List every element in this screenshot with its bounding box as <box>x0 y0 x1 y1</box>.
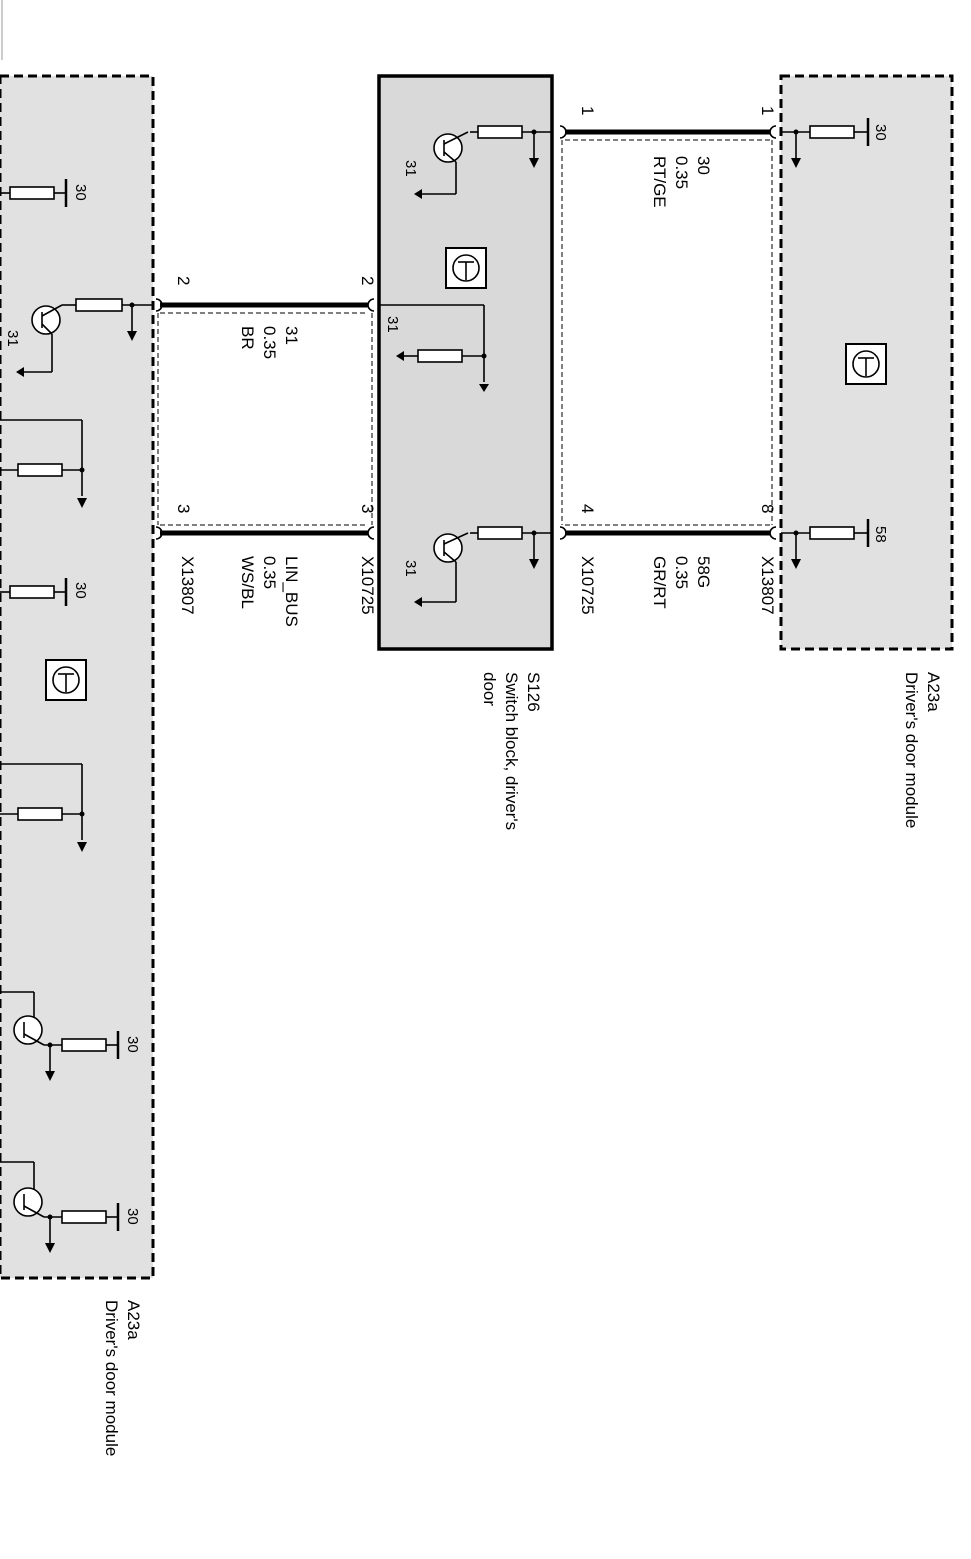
a23a-left-transistor-31 <box>16 298 153 377</box>
svg-text:Driver's door module: Driver's door module <box>902 672 921 828</box>
s126-transistor-top <box>414 125 552 199</box>
pin-x13807-3: 3 <box>174 504 193 513</box>
svg-text:0.35: 0.35 <box>260 326 279 359</box>
svg-text:RT/GE: RT/GE <box>650 156 669 208</box>
svg-text:A23a: A23a <box>124 1300 143 1340</box>
a23a-left-res-30-a <box>0 179 68 207</box>
svg-text:S126: S126 <box>524 672 543 712</box>
s126-pullup <box>378 304 489 392</box>
terminal-31-s126-a: 31 <box>402 160 419 177</box>
terminal-31-s126-c: 31 <box>402 560 419 577</box>
a23a-top-label: A23a Driver's door module <box>902 672 943 828</box>
connector-contacts <box>155 125 777 540</box>
a23a-left-pullup-b <box>0 763 87 852</box>
a23a-left-transistor-a <box>0 991 120 1081</box>
pin-x10725-2: 2 <box>358 276 377 285</box>
svg-text:door: door <box>480 672 499 706</box>
terminal-58-top: 58 <box>872 526 889 543</box>
svg-text:30: 30 <box>694 156 713 175</box>
svg-text:31: 31 <box>282 326 301 345</box>
a23a-left-transistor-b <box>0 1161 120 1253</box>
wire-lin-bus-label: LIN_BUS 0.35 WS/BL <box>238 556 301 627</box>
svg-text:LIN_BUS: LIN_BUS <box>282 556 301 627</box>
svg-text:BR: BR <box>238 326 257 350</box>
terminal-31-left: 31 <box>4 330 21 347</box>
svg-text:GR/RT: GR/RT <box>650 556 669 609</box>
s126-box <box>377 74 554 651</box>
wire-31-label: 31 0.35 BR <box>238 326 301 359</box>
pin-x13807-8: 8 <box>758 504 777 513</box>
pin-x10725-3: 3 <box>358 504 377 513</box>
connector-x13807-right: X13807 <box>758 556 777 615</box>
connector-x10725-left: X10725 <box>358 556 377 615</box>
terminal-31-s126-b: 31 <box>384 316 401 333</box>
a23a-top-icon <box>845 343 887 385</box>
terminal-30-left-a: 30 <box>72 184 89 201</box>
pin-x10725-4: 4 <box>578 504 597 513</box>
terminal-30-top: 30 <box>872 124 889 141</box>
svg-text:0.35: 0.35 <box>672 156 691 189</box>
wire-30-label: 30 0.35 RT/GE <box>650 156 713 208</box>
pin-x13807-2: 2 <box>174 276 193 285</box>
svg-text:Driver's door module: Driver's door module <box>102 1300 121 1456</box>
a23a-top-circuit-58 <box>781 519 870 569</box>
connector-x13807-left: X13807 <box>178 556 197 615</box>
wire-lin-bus <box>157 313 373 536</box>
svg-text:WS/BL: WS/BL <box>238 556 257 609</box>
svg-text:A23a: A23a <box>924 672 943 712</box>
terminal-30-left-c: 30 <box>124 1036 141 1053</box>
pin-x10725-1: 1 <box>578 106 597 115</box>
connector-x10725-right: X10725 <box>578 556 597 615</box>
terminal-30-left-b: 30 <box>72 582 89 599</box>
wire-58g <box>565 140 773 536</box>
svg-text:0.35: 0.35 <box>260 556 279 589</box>
terminal-30-left-d: 30 <box>124 1208 141 1225</box>
a23a-left-res-30-b <box>0 578 68 606</box>
svg-text:Switch block, driver's: Switch block, driver's <box>502 672 521 830</box>
svg-text:58G: 58G <box>694 556 713 588</box>
s126-transistor-bottom <box>414 526 552 607</box>
s126-label: S126 Switch block, driver's door <box>480 672 543 830</box>
svg-text:0.35: 0.35 <box>672 556 691 589</box>
a23a-left-icon <box>45 659 87 701</box>
s126-switch-icon <box>445 247 487 289</box>
pin-x13807-1: 1 <box>758 106 777 115</box>
wire-30 <box>565 129 770 141</box>
wire-58g-label: 58G 0.35 GR/RT <box>650 556 713 609</box>
a23a-top-circuit-30 <box>781 118 870 168</box>
a23a-bottom-label: A23a Driver's door module <box>102 1300 143 1456</box>
wire-31 <box>160 302 368 314</box>
a23a-left-pullup-a <box>0 419 87 508</box>
